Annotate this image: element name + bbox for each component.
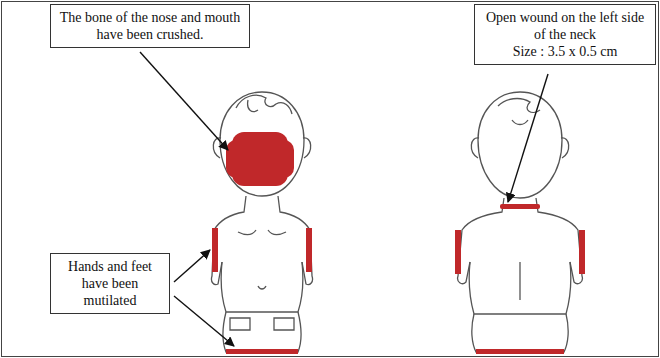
back-injury-marks (455, 204, 585, 354)
callout-text: Size : 3.5 x 0.5 cm (481, 43, 649, 60)
back-figure (458, 92, 583, 352)
callout-box: The bone of the nose and mouth have been… (50, 4, 250, 48)
leader-arrows (140, 52, 548, 346)
front-figure (211, 92, 312, 352)
callout-box: Hands and feet have been mutilated (50, 253, 170, 314)
front-injury-marks (212, 132, 312, 354)
callout-box: Open wound on the left side of the neckS… (474, 4, 656, 65)
callout-text: Open wound on the left side of the neck (481, 9, 649, 43)
callout-text: The bone of the nose and mouth have been… (57, 9, 243, 43)
callout-text: Hands and feet have been mutilated (57, 258, 163, 309)
